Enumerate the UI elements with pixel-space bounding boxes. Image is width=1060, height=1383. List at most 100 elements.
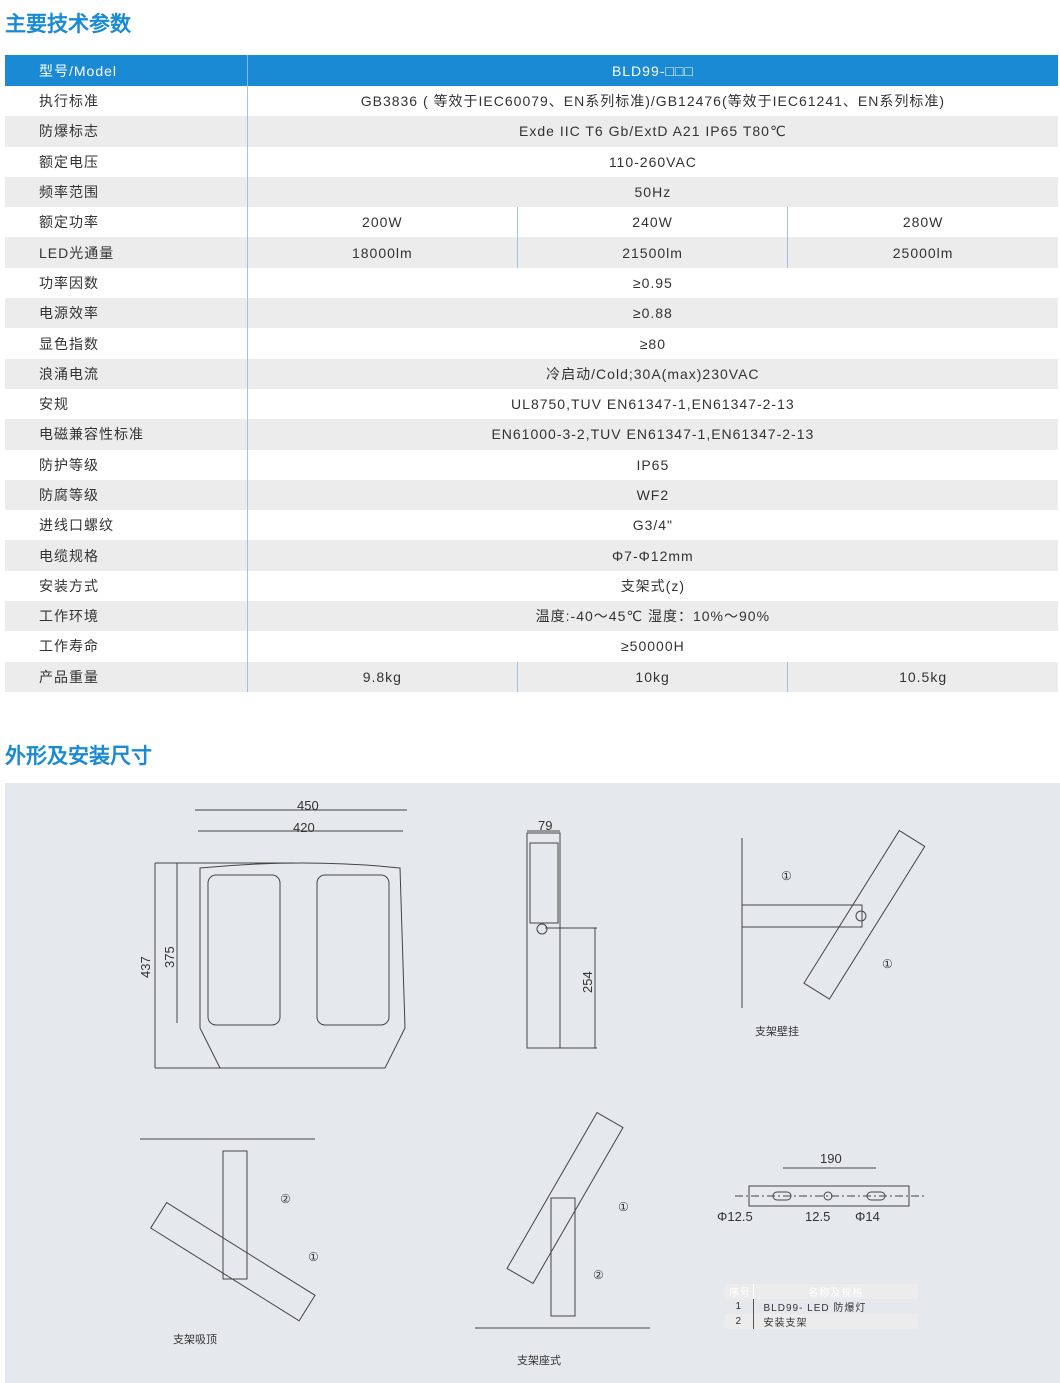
row-value: ≥0.95	[632, 274, 673, 291]
wall-mount-drawing: ① ①	[741, 829, 926, 1008]
dim-phi12-5: Φ12.5	[717, 1209, 753, 1224]
row-label: 电磁兼容性标准	[5, 419, 248, 450]
parts-header-no: 序号	[725, 1284, 754, 1299]
dim-phi14: Φ14	[855, 1209, 880, 1224]
row-value: 9.8kg	[247, 661, 518, 692]
table-row: 安装方式 支架式(z)	[5, 570, 1058, 602]
table-row: 浪涌电流冷启动/Cold;30A(max)230VAC	[5, 358, 1058, 389]
callout-1: ①	[781, 869, 792, 883]
row-label: 工作环境	[5, 601, 248, 632]
row-value: IP65	[636, 456, 670, 473]
row-label: 进线口螺纹	[5, 510, 248, 541]
row-label: 安规	[5, 388, 248, 420]
dim-254: 254	[580, 971, 595, 993]
row-value: ≥80	[639, 335, 666, 352]
caption-ceiling: 支架吸顶	[173, 1334, 217, 1346]
row-value: 240W	[517, 207, 789, 238]
row-value: 280W	[902, 214, 944, 231]
parts-header-name: 名称及规格	[753, 1284, 918, 1299]
side-view-drawing: 79 254	[526, 818, 597, 1049]
front-view-drawing: 450 420 437 375	[138, 798, 407, 1069]
parts-name: BLD99- LED 防爆灯	[763, 1303, 867, 1314]
row-label: 频率范围	[5, 176, 248, 208]
header-label: 型号/Model	[5, 55, 248, 86]
row-label: 产品重量	[5, 661, 248, 692]
table-row: 功率因数 ≥0.95	[5, 267, 1058, 299]
header-model: BLD99-□□□	[247, 55, 1058, 86]
row-label: 浪涌电流	[5, 358, 248, 389]
row-value: 温度:-40～45℃ 湿度：10%～90%	[247, 601, 1058, 632]
row-value: 10.5kg	[787, 661, 1058, 692]
callout-2: ②	[280, 1192, 291, 1206]
callout-2: ②	[593, 1268, 604, 1282]
floor-mount-drawing: ① ②	[475, 1111, 650, 1329]
row-value: WF2	[247, 479, 1058, 511]
dim-420: 420	[293, 820, 315, 835]
row-value: Exde IIC T6 Gb/ExtD A21 IP65 T80℃	[247, 116, 1058, 147]
table-row: 进线口螺纹 G3/4"	[5, 510, 1058, 541]
table-row: 显色指数 ≥80	[5, 328, 1058, 359]
ceiling-mount-drawing: ② ①	[140, 1138, 319, 1322]
row-label: 功率因数	[5, 267, 248, 299]
parts-row: 1 BLD99- LED 防爆灯	[725, 1299, 918, 1314]
table-row: 电源效率≥0.88	[5, 298, 1058, 329]
row-label: 防腐等级	[5, 479, 248, 511]
row-label: 防护等级	[5, 449, 248, 480]
dim-437: 437	[138, 956, 153, 978]
row-value: 25000lm	[787, 237, 1058, 268]
row-value: 冷启动/Cold;30A(max)230VAC	[247, 358, 1058, 389]
row-value: EN61000-3-2,TUV EN61347-1,EN61347-2-13	[247, 419, 1058, 450]
table-row: 额定电压 110-260VAC	[5, 146, 1058, 177]
row-label: 显色指数	[5, 328, 248, 359]
row-label: 执行标准	[5, 86, 248, 117]
dim-79: 79	[538, 818, 552, 833]
caption-floor: 支架座式	[517, 1355, 561, 1367]
row-value: G3/4"	[632, 517, 674, 534]
parts-no: 2	[725, 1314, 754, 1329]
table-row: 防护等级 IP65	[5, 449, 1058, 480]
row-value: 21500lm	[517, 237, 789, 268]
parts-name: 安装支架	[753, 1314, 918, 1329]
row-value: 18000lm	[247, 237, 518, 268]
row-value: Φ7-Φ12mm	[247, 540, 1058, 571]
row-value: 10kg	[517, 661, 789, 692]
row-value: 110-260VAC	[608, 153, 697, 170]
row-label: 安装方式	[5, 570, 248, 602]
row-value: ≥0.88	[247, 298, 1058, 329]
bracket-drawing: 190 Φ12.5 12.5 Φ14	[717, 1151, 925, 1224]
dimension-drawings: 450 420 437 375 79 254 ① ① ② ① ① ② 190 Φ…	[5, 783, 1060, 1383]
dim-190: 190	[820, 1151, 842, 1166]
row-label: 电缆规格	[5, 540, 248, 571]
row-label: LED光通量	[5, 237, 248, 268]
caption-wall: 支架壁挂	[755, 1026, 799, 1038]
table-row: 工作环境温度:-40～45℃ 湿度：10%～90%	[5, 601, 1058, 632]
parts-header-row: 序号 名称及规格	[725, 1284, 918, 1299]
section-title-dimensions: 外形及安装尺寸	[5, 744, 152, 768]
callout-1: ①	[308, 1250, 319, 1264]
row-value: 支架式(z)	[620, 577, 686, 594]
parts-no: 1	[725, 1299, 754, 1314]
row-value: ≥50000H	[620, 638, 685, 655]
row-label: 防爆标志	[5, 116, 248, 147]
callout-1: ①	[618, 1200, 629, 1214]
row-label: 额定电压	[5, 146, 248, 177]
table-row: 工作寿命 ≥50000H	[5, 631, 1058, 662]
dim-375: 375	[162, 946, 177, 968]
row-label: 工作寿命	[5, 631, 248, 662]
row-label: 电源效率	[5, 298, 248, 329]
row-label: 额定功率	[5, 207, 248, 238]
